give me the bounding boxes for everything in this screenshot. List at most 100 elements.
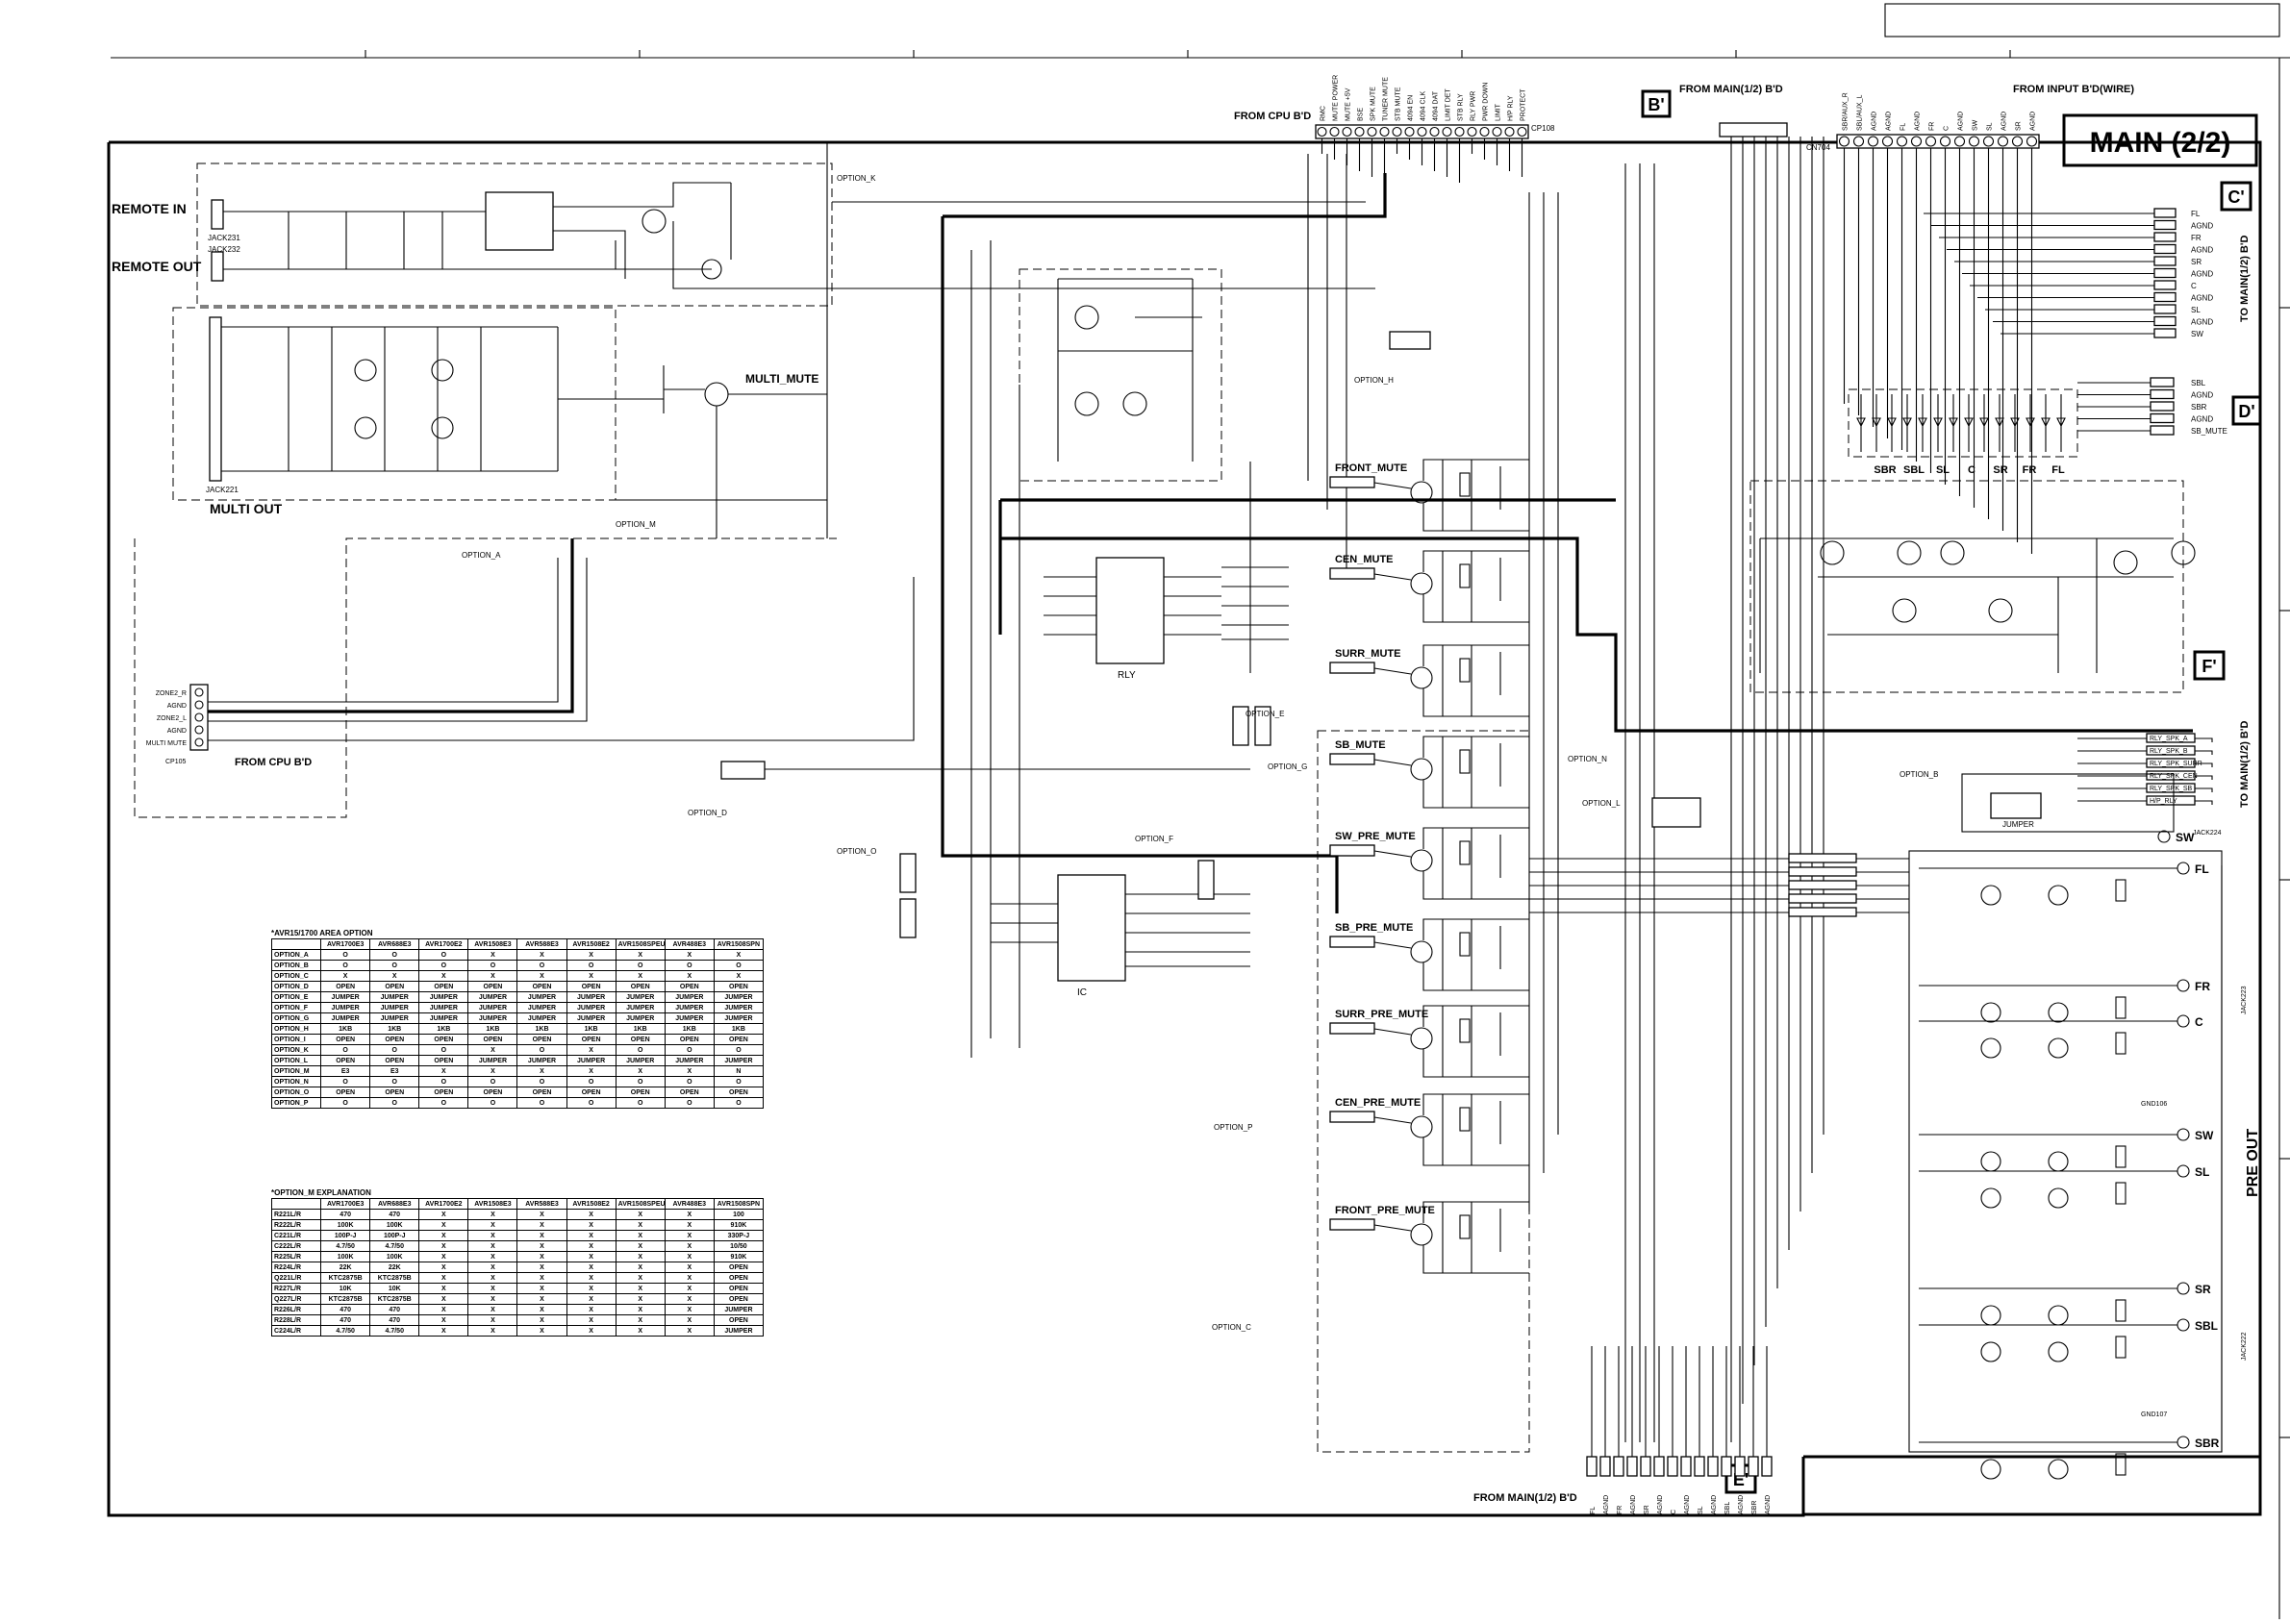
table-cell: X [516, 1272, 567, 1284]
table-cell: R224L/R [270, 1262, 322, 1273]
option-table-caption: *AVR15/1700 AREA OPTION [271, 929, 373, 937]
table-cell: OPTION_F [270, 1002, 322, 1013]
c-output-label: SR [2191, 258, 2202, 266]
table-cell: OPEN [664, 1034, 715, 1045]
protect-section [1749, 480, 2196, 693]
table-cell: 1KB [516, 1023, 567, 1035]
table-cell: O [418, 949, 469, 961]
table-cell: X [467, 1314, 518, 1326]
table-cell: 100 [713, 1209, 765, 1220]
jp113 [1389, 331, 1431, 350]
cn704-pin [2026, 136, 2038, 147]
table-cell: X [320, 970, 371, 982]
cp108-pin-label: H/P RLY [1508, 95, 1515, 121]
table-cell: X [615, 1262, 666, 1273]
cn704-pin [1910, 136, 1923, 147]
table-cell: OPTION_B [270, 960, 322, 971]
table-cell: OPEN [713, 1314, 765, 1326]
cp108-pin-label: RLY PWR [1471, 91, 1477, 121]
table-cell: JUMPER [516, 1012, 567, 1024]
table-cell: X [418, 1219, 469, 1231]
jp108 [720, 761, 766, 780]
table-cell: OPEN [369, 1034, 420, 1045]
zone2-pin [194, 725, 204, 735]
table-cell: X [566, 1230, 617, 1241]
table-cell: OPEN [369, 1055, 420, 1066]
table-cell: C222L/R [270, 1240, 322, 1252]
cp108-pin [1392, 126, 1402, 137]
table-cell: OPEN [566, 1087, 617, 1098]
e-input-label: SBL [1724, 1502, 1731, 1514]
table-cell: O [320, 1076, 371, 1087]
section-mark-c: C' [2227, 187, 2244, 207]
table-cell: JUMPER [566, 1012, 617, 1024]
table-cell: X [467, 1251, 518, 1262]
table-cell: C221L/R [270, 1230, 322, 1241]
header-from-cpu-top: FROM CPU B'D [1234, 111, 1311, 122]
zone2-pin-label: ZONE2_L [157, 715, 187, 722]
table-cell: X [418, 1283, 469, 1294]
table-cell: X [566, 1272, 617, 1284]
zone2-pin [194, 687, 204, 697]
table-cell: 100K [320, 1219, 371, 1231]
pre-out-channel: SBL [1919, 1318, 2218, 1362]
header-to-main-c: TO MAIN(1/2) B'D [2239, 236, 2251, 322]
table-cell: X [467, 1283, 518, 1294]
diode-channel-label: SR [1993, 464, 2007, 476]
table-cell: OPEN [664, 1087, 715, 1098]
zone2-pin-label: AGND [167, 703, 187, 710]
table-header-cell: AVR1508SPN [713, 1198, 765, 1210]
cp108-pin [1417, 126, 1427, 137]
e-input-pin [1748, 1456, 1759, 1477]
table-cell: X [615, 1325, 666, 1337]
table-cell: X [664, 1262, 715, 1273]
drawing-border [111, 3, 2290, 1619]
cp108-pin [1354, 126, 1365, 137]
mute-block: SW_PRE_MUTE [1329, 827, 1529, 900]
table-cell: X [664, 1240, 715, 1252]
cp108-pin [1442, 126, 1452, 137]
table-cell: 100K [369, 1219, 420, 1231]
table-cell: X [615, 1240, 666, 1252]
e-input-pin [1761, 1456, 1773, 1477]
table-cell: OPEN [713, 1087, 765, 1098]
pre-out-channel: SL [1919, 1164, 2209, 1209]
mute-block-label: CEN_MUTE [1335, 554, 1394, 565]
table-cell: OPTION_A [270, 949, 322, 961]
e-input-label: AGND [1630, 1495, 1637, 1514]
d-output-label: AGND [2191, 415, 2213, 424]
diode-channel-label: C [1968, 464, 1975, 476]
table-cell: X [467, 1262, 518, 1273]
table-header-cell: AVR1700E3 [320, 1198, 371, 1210]
pre-out-channel-label: SL [2195, 1165, 2209, 1179]
table-cell: OPEN [664, 981, 715, 992]
table-cell: X [615, 1209, 666, 1220]
table-cell: X [369, 970, 420, 982]
cp108-pin-label: MUTE POWER [1333, 75, 1340, 121]
cp108-pin-label: BSE [1358, 108, 1365, 121]
cp108-pin-label: LIMIT [1496, 103, 1502, 121]
table-cell: C224L/R [270, 1325, 322, 1337]
main-top-connector [1719, 122, 1788, 137]
table-cell: X [615, 1293, 666, 1305]
table-cell: X [664, 1272, 715, 1284]
table-cell: X [467, 1304, 518, 1315]
table-cell: JUMPER [320, 991, 371, 1003]
table-cell: 1KB [320, 1023, 371, 1035]
table-cell: JUMPER [369, 991, 420, 1003]
jack232-label: JACK232 [208, 245, 240, 254]
jp206-jumper [1990, 792, 2042, 819]
table-cell: R228L/R [270, 1314, 322, 1326]
table-cell: O [664, 1044, 715, 1056]
table-cell: X [467, 1219, 518, 1231]
table-cell: JUMPER [467, 991, 518, 1003]
table-cell: X [467, 1044, 518, 1056]
table-cell: 330P-J [713, 1230, 765, 1241]
cn704-pin [1968, 136, 1980, 147]
